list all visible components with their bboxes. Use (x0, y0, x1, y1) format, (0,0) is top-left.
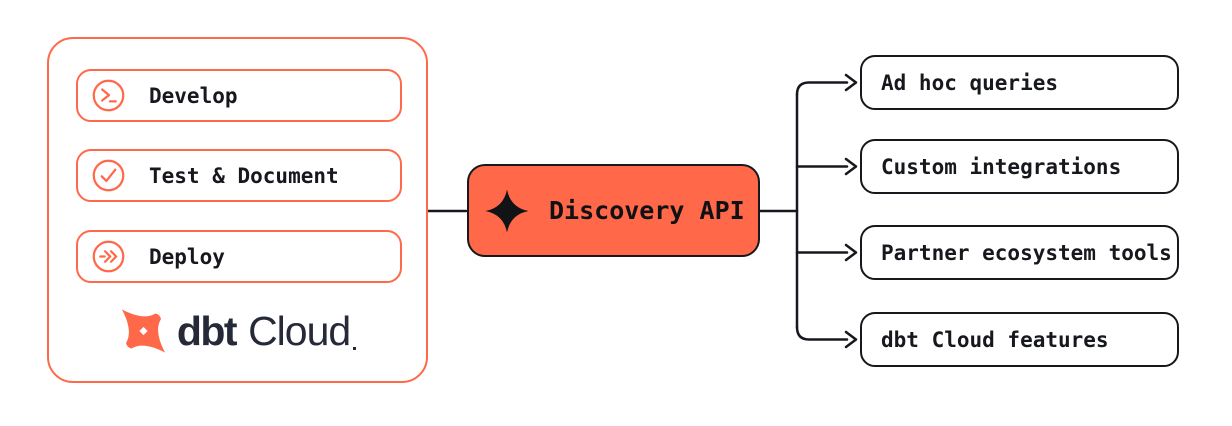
arrowhead-icon (844, 157, 858, 176)
stage-label: Test & Document (149, 163, 339, 188)
consumer-label: Custom integrations (881, 154, 1122, 179)
consumer-node-dbt-cloud-features: dbt Cloud features (860, 312, 1179, 367)
hub-label: Discovery API (549, 196, 745, 225)
consumer-label: Ad hoc queries (881, 70, 1059, 95)
terminal-icon (92, 79, 125, 112)
dbt-cloud-group: Develop Test & Document Deploy dbt (47, 37, 428, 383)
pipeline-stage-develop: Develop (76, 69, 402, 122)
branch-line-4 (795, 325, 849, 341)
pipeline-stage-deploy: Deploy (76, 230, 402, 283)
sparkle-diamond-icon (485, 189, 529, 232)
arrowhead-icon (844, 73, 858, 92)
stage-label: Develop (149, 83, 238, 108)
dbt-cloud-logo: dbt Cloud (49, 305, 426, 357)
pipeline-stage-test-document: Test & Document (76, 149, 402, 202)
deploy-arrows-icon (92, 240, 125, 273)
consumer-node-custom-integrations: Custom integrations (860, 139, 1179, 194)
check-circle-icon (92, 159, 125, 192)
consumer-node-ad-hoc-queries: Ad hoc queries (860, 55, 1179, 110)
consumer-label: Partner ecosystem tools (881, 240, 1172, 265)
arrowhead-icon (844, 330, 858, 349)
discovery-api-node: Discovery API (467, 164, 760, 257)
arrowhead-icon (844, 243, 858, 262)
dbt-logo-mark-icon (121, 309, 165, 353)
consumer-node-partner-ecosystem-tools: Partner ecosystem tools (860, 225, 1179, 280)
consumer-label: dbt Cloud features (881, 327, 1109, 352)
logo-product-text: Cloud (248, 307, 351, 354)
logo-brand-text: dbt (176, 307, 238, 354)
stage-label: Deploy (149, 244, 225, 269)
trademark-dot (353, 347, 357, 350)
branch-line-1 (795, 81, 849, 96)
